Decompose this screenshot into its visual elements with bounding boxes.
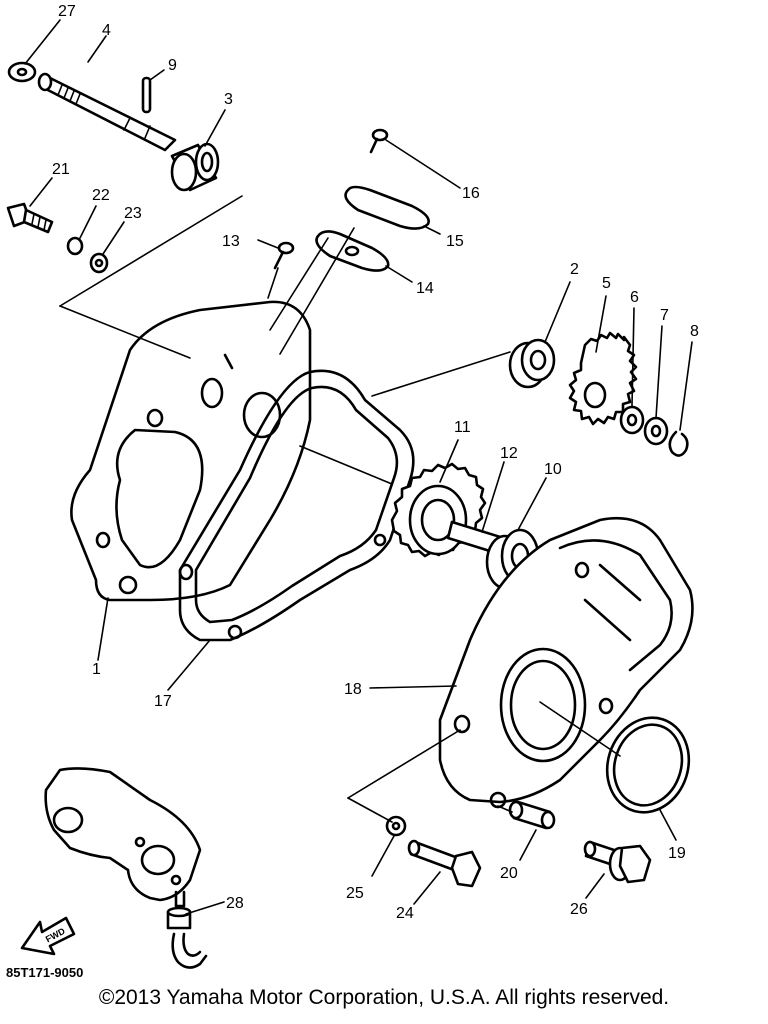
part-26-flange-bolt [583, 840, 652, 884]
part-3-bushing [170, 142, 220, 192]
inset-manifold [44, 767, 202, 908]
part-15-gasket [344, 185, 430, 230]
part-27-washer [7, 61, 37, 83]
part-9-pin [141, 76, 152, 114]
part-6-washer [619, 405, 645, 435]
callout-9: 9 [168, 57, 177, 74]
callout-7: 7 [660, 307, 669, 324]
callout-15: 15 [446, 233, 464, 250]
callout-27: 27 [58, 3, 76, 20]
callout-24: 24 [396, 905, 414, 922]
part-13-screw [273, 241, 295, 270]
callout-16: 16 [462, 185, 480, 202]
callout-11: 11 [454, 419, 471, 436]
part-19-o-ring [605, 716, 691, 814]
callout-20: 20 [500, 865, 518, 882]
part-5-sprocket-gear [568, 331, 638, 426]
part-7-washer [643, 416, 669, 446]
callout-22: 22 [92, 187, 110, 204]
callout-numbers: 27 4 9 3 21 22 23 13 16 15 14 2 5 6 7 8 … [52, 3, 699, 922]
callout-19: 19 [668, 845, 686, 862]
callout-2: 2 [570, 261, 579, 278]
callout-14: 14 [416, 280, 434, 297]
copyright-notice: ©2013 Yamaha Motor Corporation, U.S.A. A… [98, 986, 670, 1009]
part-4-shaft [37, 72, 177, 152]
fwd-arrow-icon: FWD [20, 916, 76, 956]
callout-17: 17 [154, 693, 172, 710]
callout-21: 21 [52, 161, 70, 178]
callout-12: 12 [500, 445, 518, 462]
callout-6: 6 [630, 289, 639, 306]
part-16-screw [369, 128, 389, 154]
callout-4: 4 [102, 22, 111, 39]
callout-3: 3 [224, 91, 233, 108]
part-20-dowel [508, 800, 556, 830]
diagram-code: 85T171-9050 [6, 965, 83, 980]
part-22-lock-washer [66, 236, 84, 256]
part-1-housing [70, 300, 312, 602]
callout-25: 25 [346, 885, 364, 902]
part-8-circlip [668, 430, 689, 457]
callout-18: 18 [344, 681, 362, 698]
callout-13: 13 [222, 233, 240, 250]
part-2-bearing [508, 338, 556, 389]
part-21-bolt [6, 202, 54, 234]
callout-28: 28 [226, 895, 244, 912]
callout-10: 10 [544, 461, 562, 478]
callout-5: 5 [602, 275, 611, 292]
part-28-hose-clip [166, 906, 208, 969]
callout-26: 26 [570, 901, 588, 918]
part-24-bolt [407, 839, 482, 888]
callout-8: 8 [690, 323, 699, 340]
part-14-cover-plate [315, 230, 390, 272]
leader-lines [24, 19, 693, 915]
callout-1: 1 [92, 661, 101, 678]
part-17-gasket [178, 369, 415, 642]
part-18-cover [438, 516, 694, 809]
callout-23: 23 [124, 205, 142, 222]
part-23-washer [89, 252, 109, 274]
part-25-washer [385, 815, 407, 837]
